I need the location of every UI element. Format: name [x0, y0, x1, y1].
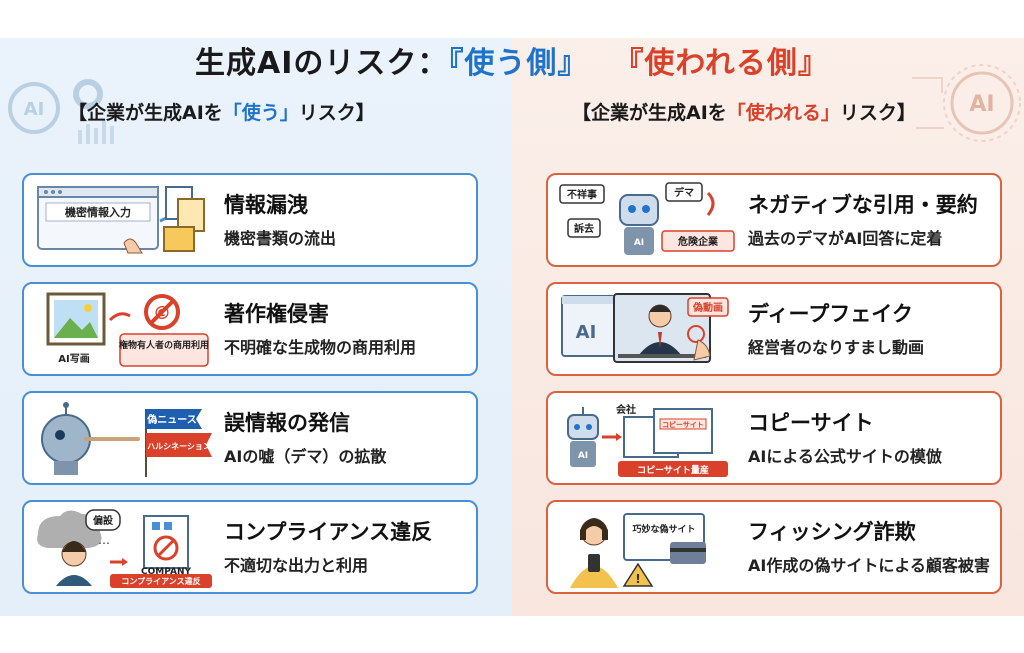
compliance-illustration-icon: 偏設 … COMPANY コンプライアンス違反	[37, 509, 212, 588]
risk-card-copyright: AI写画 © 権物有人者の商用利用 著作権侵害 不明確な生成物の商用利用	[22, 282, 478, 376]
art-company: COMPANY	[141, 567, 191, 577]
right-head-prefix: 【企業が生成AIを	[572, 102, 727, 124]
risk-card-info-leak: 機密情報入力 情報漏洩 機密書類の流出	[22, 173, 478, 267]
card-subtitle: 不適切な出力と利用	[224, 556, 369, 575]
card-title: ディープフェイク	[748, 302, 913, 326]
right-section-heading: 【企業が生成AIを「使われる」リスク】	[572, 98, 916, 125]
copyright-illustration-icon: AI写画 © 権物有人者の商用利用	[46, 292, 209, 367]
phishing-illustration-icon: 巧妙な偽サイト !	[570, 513, 706, 588]
art-text-2: デマ	[674, 186, 694, 199]
title-prefix: 生成AIのリスク：	[195, 46, 449, 81]
page-title: 生成AIのリスク：『使う側』 『使われる側』	[0, 38, 1024, 82]
ai-chip-decoration-icon: AI	[912, 64, 1021, 142]
risk-card-compliance: 偏設 … COMPANY コンプライアンス違反 コンプライアンス違反 不適切な出…	[22, 500, 478, 594]
art-text-1: 会社	[616, 403, 636, 416]
right-head-highlight: 「使われる」	[726, 102, 840, 124]
deepfake-illustration-icon: AI 偽動画	[561, 293, 729, 363]
deco-ai-text: AI	[969, 92, 994, 117]
card-subtitle: AIによる公式サイトの模倣	[748, 447, 942, 466]
art-tag: コンプライアンス違反	[121, 576, 200, 586]
card-title: コンプライアンス違反	[224, 520, 433, 544]
right-head-suffix: リスク】	[839, 102, 916, 124]
art-bubble: 偏設	[93, 514, 114, 527]
misinformation-illustration-icon: 偽ニュース ハルシネーション	[41, 402, 212, 477]
svg-text:…: …	[98, 533, 110, 547]
left-head-highlight: 「使う」	[222, 102, 299, 124]
risk-card-copy-site: AI 会社 コピーサイト コピーサイト量産 コピーサイト AIによる公式サイトの…	[546, 391, 1002, 485]
card-subtitle: 経営者のなりすまし動画	[748, 338, 925, 357]
card-subtitle: AI作成の偽サイトによる顧客被害	[748, 556, 990, 575]
left-head-prefix: 【企業が生成AIを	[68, 102, 223, 124]
card-subtitle: 機密書類の流出	[224, 229, 337, 248]
art-ai: AI	[576, 322, 597, 343]
ai-decoration-icon: AI	[8, 79, 114, 144]
art-ai: AI	[578, 451, 588, 461]
left-head-suffix: リスク】	[298, 102, 375, 124]
risk-card-deepfake: AI 偽動画 ディープフェイク 経営者のなりすまし動画	[546, 282, 1002, 376]
art-text-2: コピーサイト	[662, 420, 704, 429]
negative-citation-illustration-icon: 不祥事 デマ 訴去 AI 危険企業	[559, 182, 735, 255]
art-tag: 偽動画	[692, 301, 723, 314]
card-subtitle: AIの嘘（デマ）の拡散	[224, 447, 387, 466]
card-title: 著作権侵害	[224, 302, 329, 326]
title-use: 『使う側』	[448, 46, 589, 81]
art-label: AI写画	[58, 353, 89, 365]
risk-card-negative-citation: 不祥事 デマ 訴去 AI 危険企業 ネガティブな引用・要約 過去のデマがAI回答…	[546, 173, 1002, 267]
art-text-3: 訴去	[574, 222, 594, 235]
art-text-1: 巧妙な偽サイト	[632, 523, 695, 535]
risk-card-misinformation: 偽ニュース ハルシネーション 誤情報の発信 AIの嘘（デマ）の拡散	[22, 391, 478, 485]
card-title: 誤情報の発信	[224, 411, 350, 435]
title-used: 『使われる側』	[628, 46, 829, 81]
risk-card-phishing: 巧妙な偽サイト ! フィッシング詐欺 AI作成の偽サイトによる顧客被害	[546, 500, 1002, 594]
card-title: 情報漏洩	[224, 193, 308, 217]
card-title: フィッシング詐欺	[748, 520, 916, 544]
info-leak-illustration-icon: 機密情報入力	[37, 186, 205, 254]
copy-site-illustration-icon: AI 会社 コピーサイト コピーサイト量産	[567, 403, 728, 477]
art-flag2: ハルシネーション	[147, 441, 211, 451]
art-text-4: 危険企業	[678, 235, 719, 248]
art-tag: コピーサイト量産	[637, 464, 709, 476]
card-subtitle: 過去のデマがAI回答に定着	[748, 229, 943, 248]
card-title: コピーサイト	[748, 411, 874, 435]
art-text-1: 不祥事	[567, 188, 597, 201]
art-ai: AI	[634, 238, 644, 248]
card-subtitle: 不明確な生成物の商用利用	[224, 338, 417, 357]
art-flag1: 偽ニュース	[146, 413, 197, 426]
deco-ai-text: AI	[24, 99, 45, 120]
art-tag: 権物有人者の商用利用	[119, 339, 209, 351]
card-title: ネガティブな引用・要約	[748, 193, 978, 217]
art-label: 機密情報入力	[65, 205, 131, 219]
left-section-heading: 【企業が生成AIを「使う」リスク】	[68, 98, 375, 125]
warning-icon: !	[635, 572, 640, 586]
